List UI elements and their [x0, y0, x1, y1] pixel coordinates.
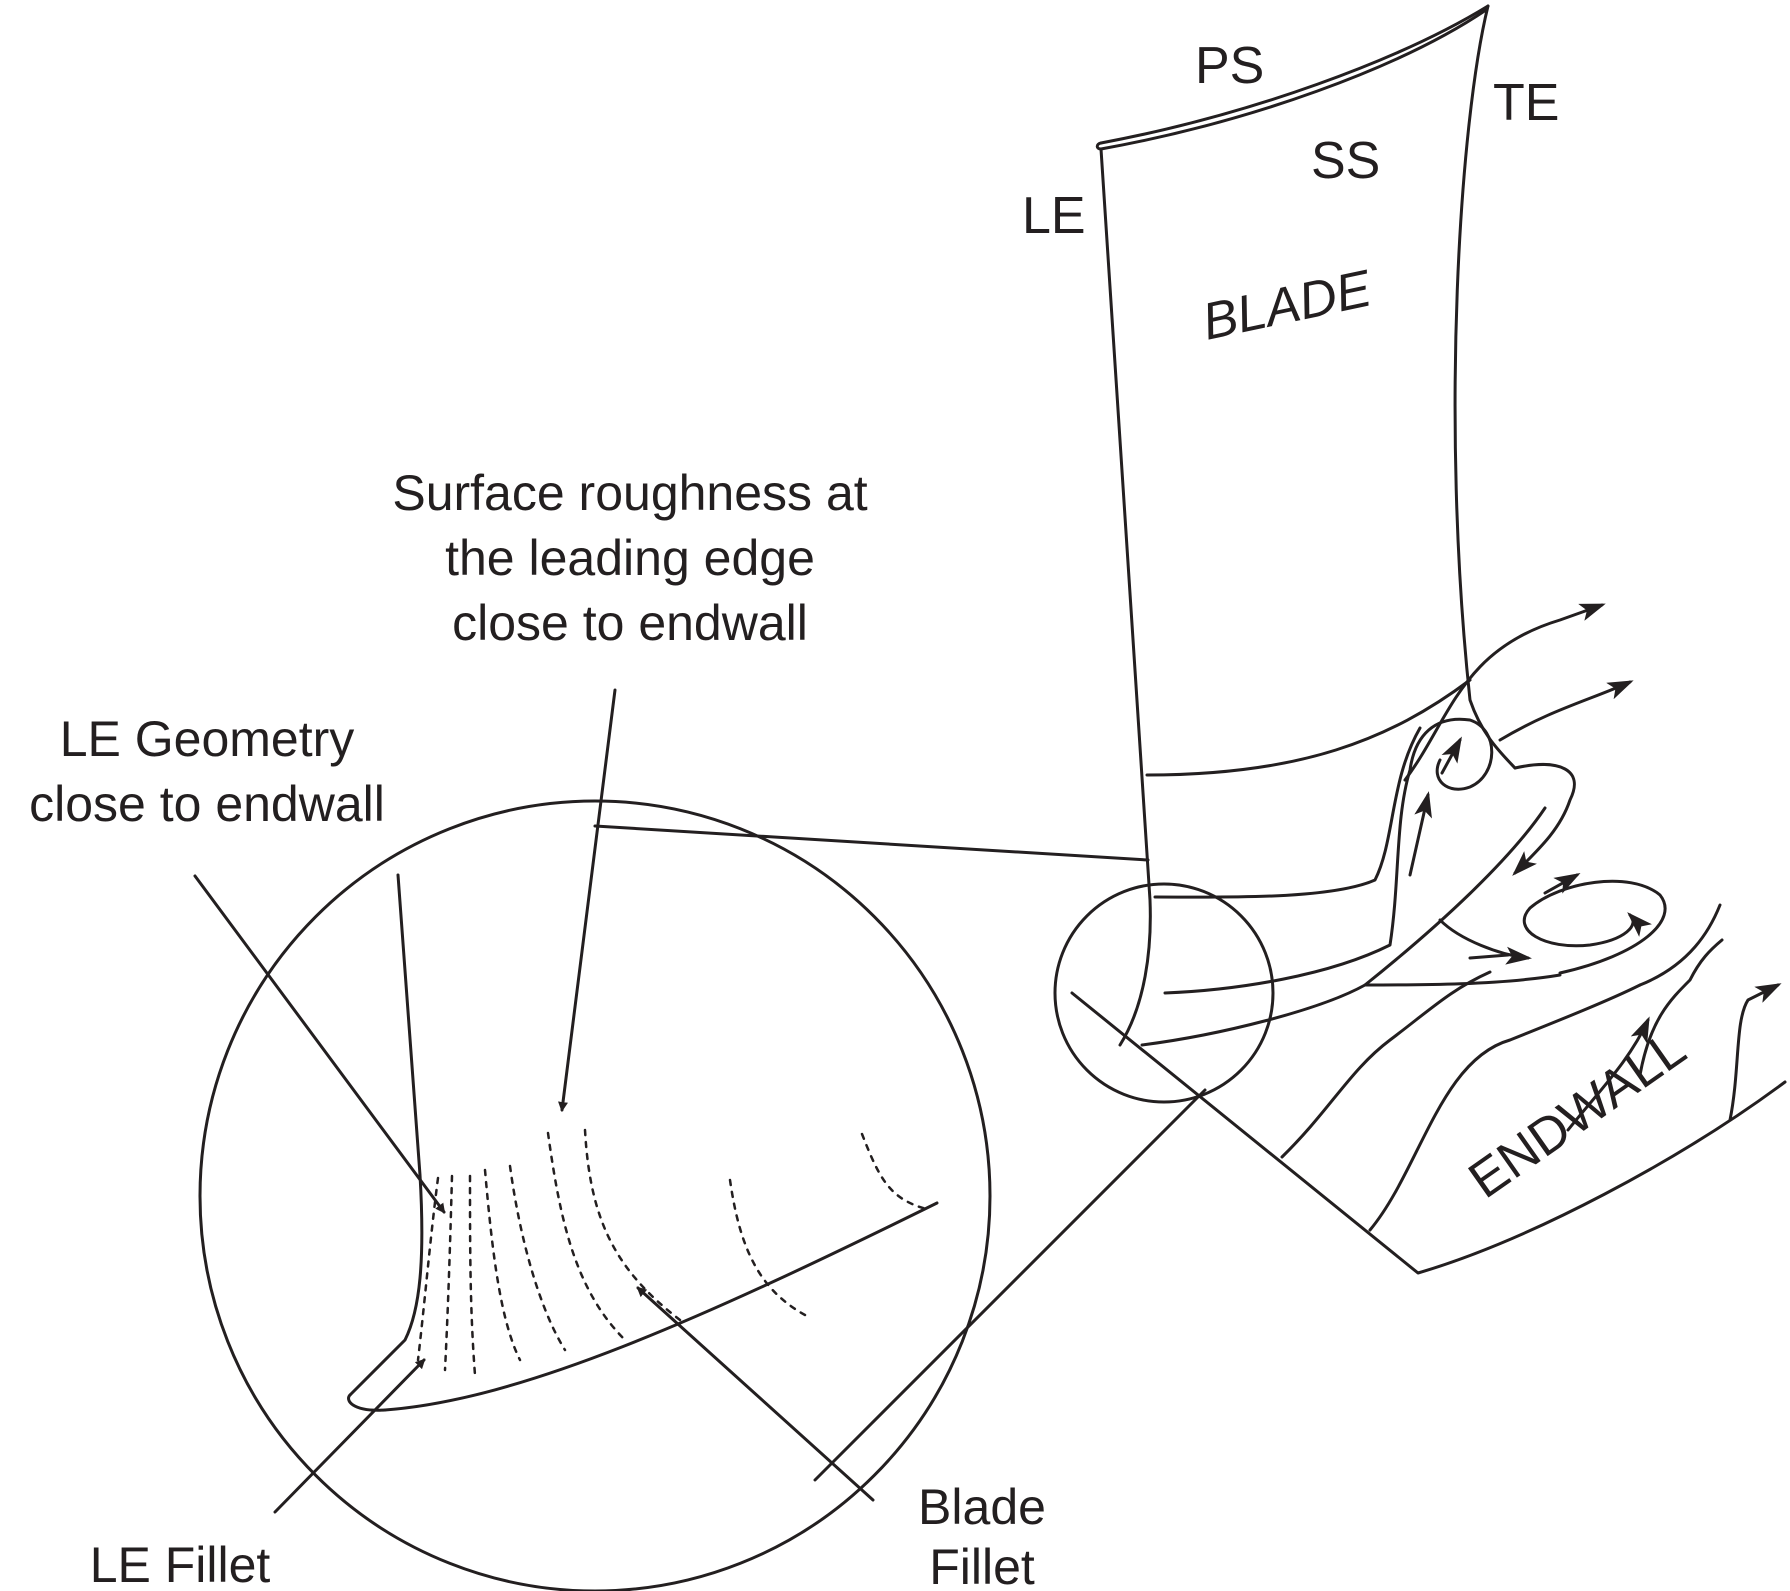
label-blade-fillet-1: Blade	[918, 1479, 1046, 1535]
label-ss: SS	[1311, 132, 1380, 190]
leader-le-fillet	[273, 1358, 426, 1514]
label-te: TE	[1493, 74, 1559, 132]
label-blade: BLADE	[1197, 259, 1377, 351]
label-surface-roughness-1: Surface roughness at	[392, 465, 867, 521]
flow-streamlines	[1280, 603, 1782, 1232]
blade-outline	[1095, 4, 1517, 1047]
zoom-detail	[198, 799, 992, 1591]
leader-le-geometry	[193, 874, 446, 1214]
label-surface-roughness-3: close to endwall	[452, 595, 808, 651]
label-ps: PS	[1195, 37, 1264, 95]
zoom-connector-bottom	[813, 1088, 1207, 1482]
label-le-fillet: LE Fillet	[90, 1537, 271, 1591]
label-le-geometry-2: close to endwall	[29, 776, 385, 832]
zoom-circle	[198, 799, 992, 1591]
label-blade-fillet-2: Fillet	[929, 1539, 1035, 1591]
callout-leaders	[193, 688, 875, 1514]
label-surface-roughness-2: the leading edge	[445, 530, 815, 586]
leader-blade-fillet	[636, 1286, 875, 1502]
horseshoe-vortex	[1140, 717, 1667, 1047]
endwall-plane	[1070, 991, 1787, 1275]
label-le-geometry-1: LE Geometry	[60, 711, 355, 767]
zoom-source-circle	[1053, 882, 1275, 1104]
label-le: LE	[1022, 187, 1086, 245]
zoom-connector-top	[593, 824, 1150, 862]
leader-surface-roughness	[558, 688, 617, 1112]
